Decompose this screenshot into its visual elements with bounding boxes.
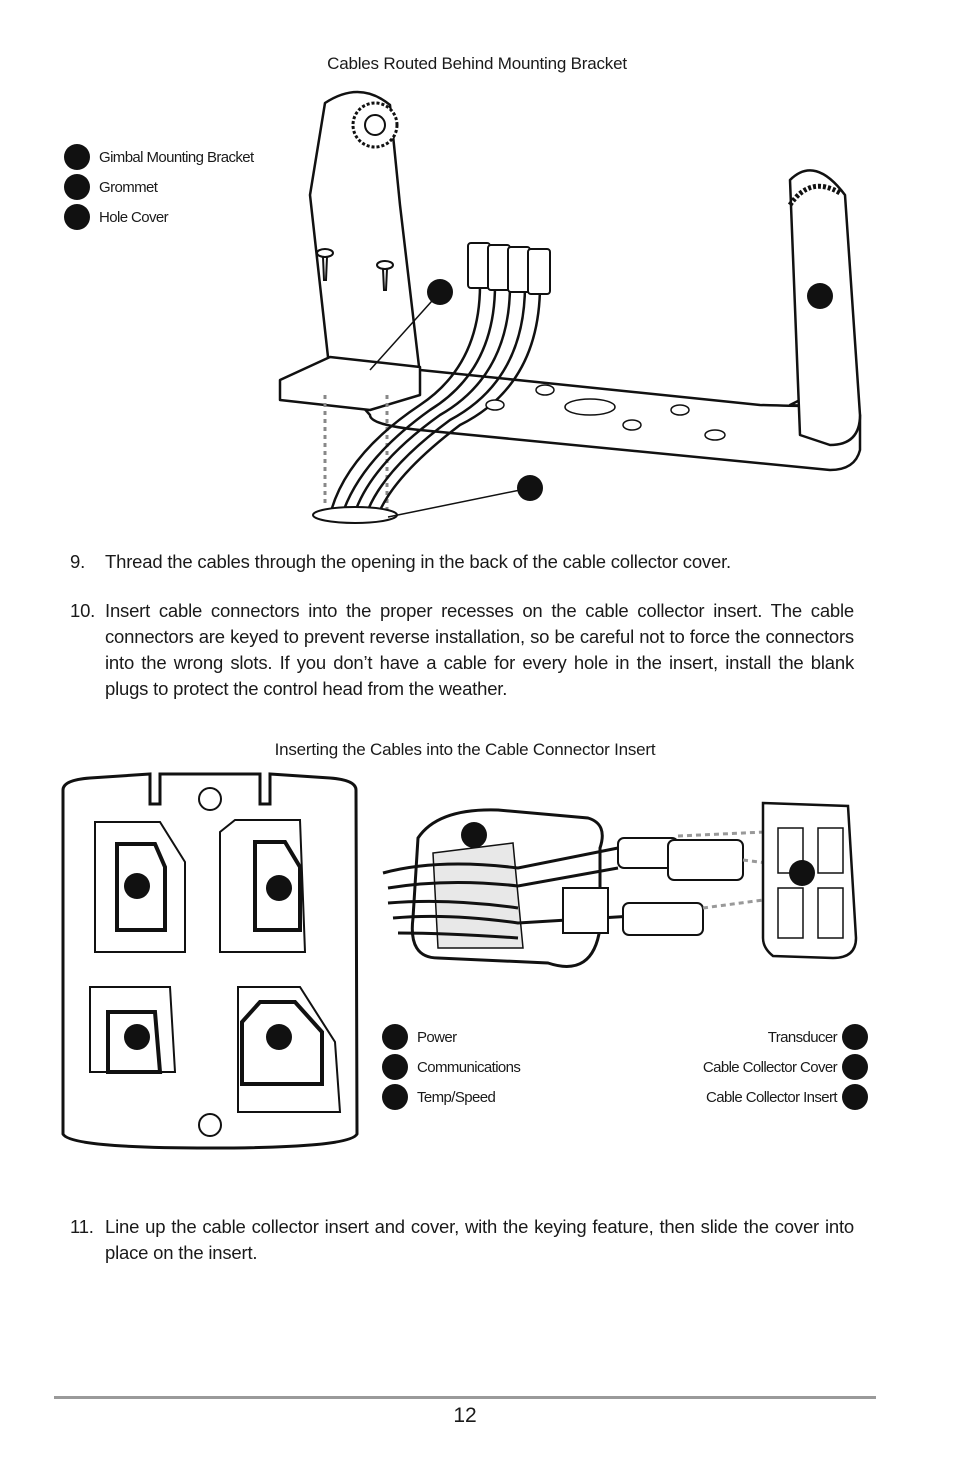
legend-item-cable-collector-cover: Cable Collector Cover <box>640 1052 868 1082</box>
figure-1-legend: Gimbal Mounting Bracket Grommet Hole Cov… <box>64 142 254 232</box>
figure-2-legend-left: Power Communications Temp/Speed <box>382 1022 521 1112</box>
figure-1-title: Cables Routed Behind Mounting Bracket <box>327 54 627 73</box>
callout-marker-icon <box>517 475 543 501</box>
legend-item-communications: Communications <box>382 1052 521 1082</box>
callout-marker-icon <box>124 873 150 899</box>
callout-marker-icon <box>266 875 292 901</box>
callout-marker-icon <box>842 1054 868 1080</box>
legend-item-hole-cover: Hole Cover <box>64 202 254 232</box>
callout-marker-icon <box>64 204 90 230</box>
legend-item-power: Power <box>382 1022 520 1052</box>
legend-item-gimbal-bracket: Gimbal Mounting Bracket <box>64 142 254 172</box>
figure-2-legend-right: Transducer Cable Collector Cover Cable C… <box>640 1022 868 1112</box>
callout-marker-icon <box>382 1084 408 1110</box>
callout-marker-icon <box>842 1024 868 1050</box>
callout-marker-icon <box>64 174 90 200</box>
callout-marker-icon <box>461 822 487 848</box>
instruction-step-10: 10. Insert cable connectors into the pro… <box>70 600 854 699</box>
instruction-step-11: 11. Line up the cable collector insert a… <box>70 1216 854 1263</box>
page-number: 12 <box>453 1404 477 1427</box>
legend-item-grommet: Grommet <box>64 172 254 202</box>
legend-item-temp-speed: Temp/Speed <box>382 1082 520 1112</box>
callout-marker-icon <box>382 1024 408 1050</box>
figure-2-title: Inserting the Cables into the Cable Conn… <box>274 740 656 759</box>
callout-marker-icon <box>64 144 90 170</box>
callout-marker-icon <box>789 860 815 886</box>
legend-item-cable-collector-insert: Cable Collector Insert <box>640 1082 868 1112</box>
callout-marker-icon <box>124 1024 150 1050</box>
callout-marker-icon <box>842 1084 868 1110</box>
legend-item-transducer: Transducer <box>640 1022 868 1052</box>
instruction-step-9: 9. Thread the cables through the opening… <box>70 551 731 572</box>
callout-marker-icon <box>807 283 833 309</box>
mounting-bracket-illustration <box>278 90 862 524</box>
footer-divider <box>54 1396 876 1399</box>
callout-marker-icon <box>266 1024 292 1050</box>
cable-collector-assembly-illustration <box>382 801 858 968</box>
callout-marker-icon <box>382 1054 408 1080</box>
callout-marker-icon <box>427 279 453 305</box>
cable-collector-insert-illustration <box>61 772 359 1150</box>
